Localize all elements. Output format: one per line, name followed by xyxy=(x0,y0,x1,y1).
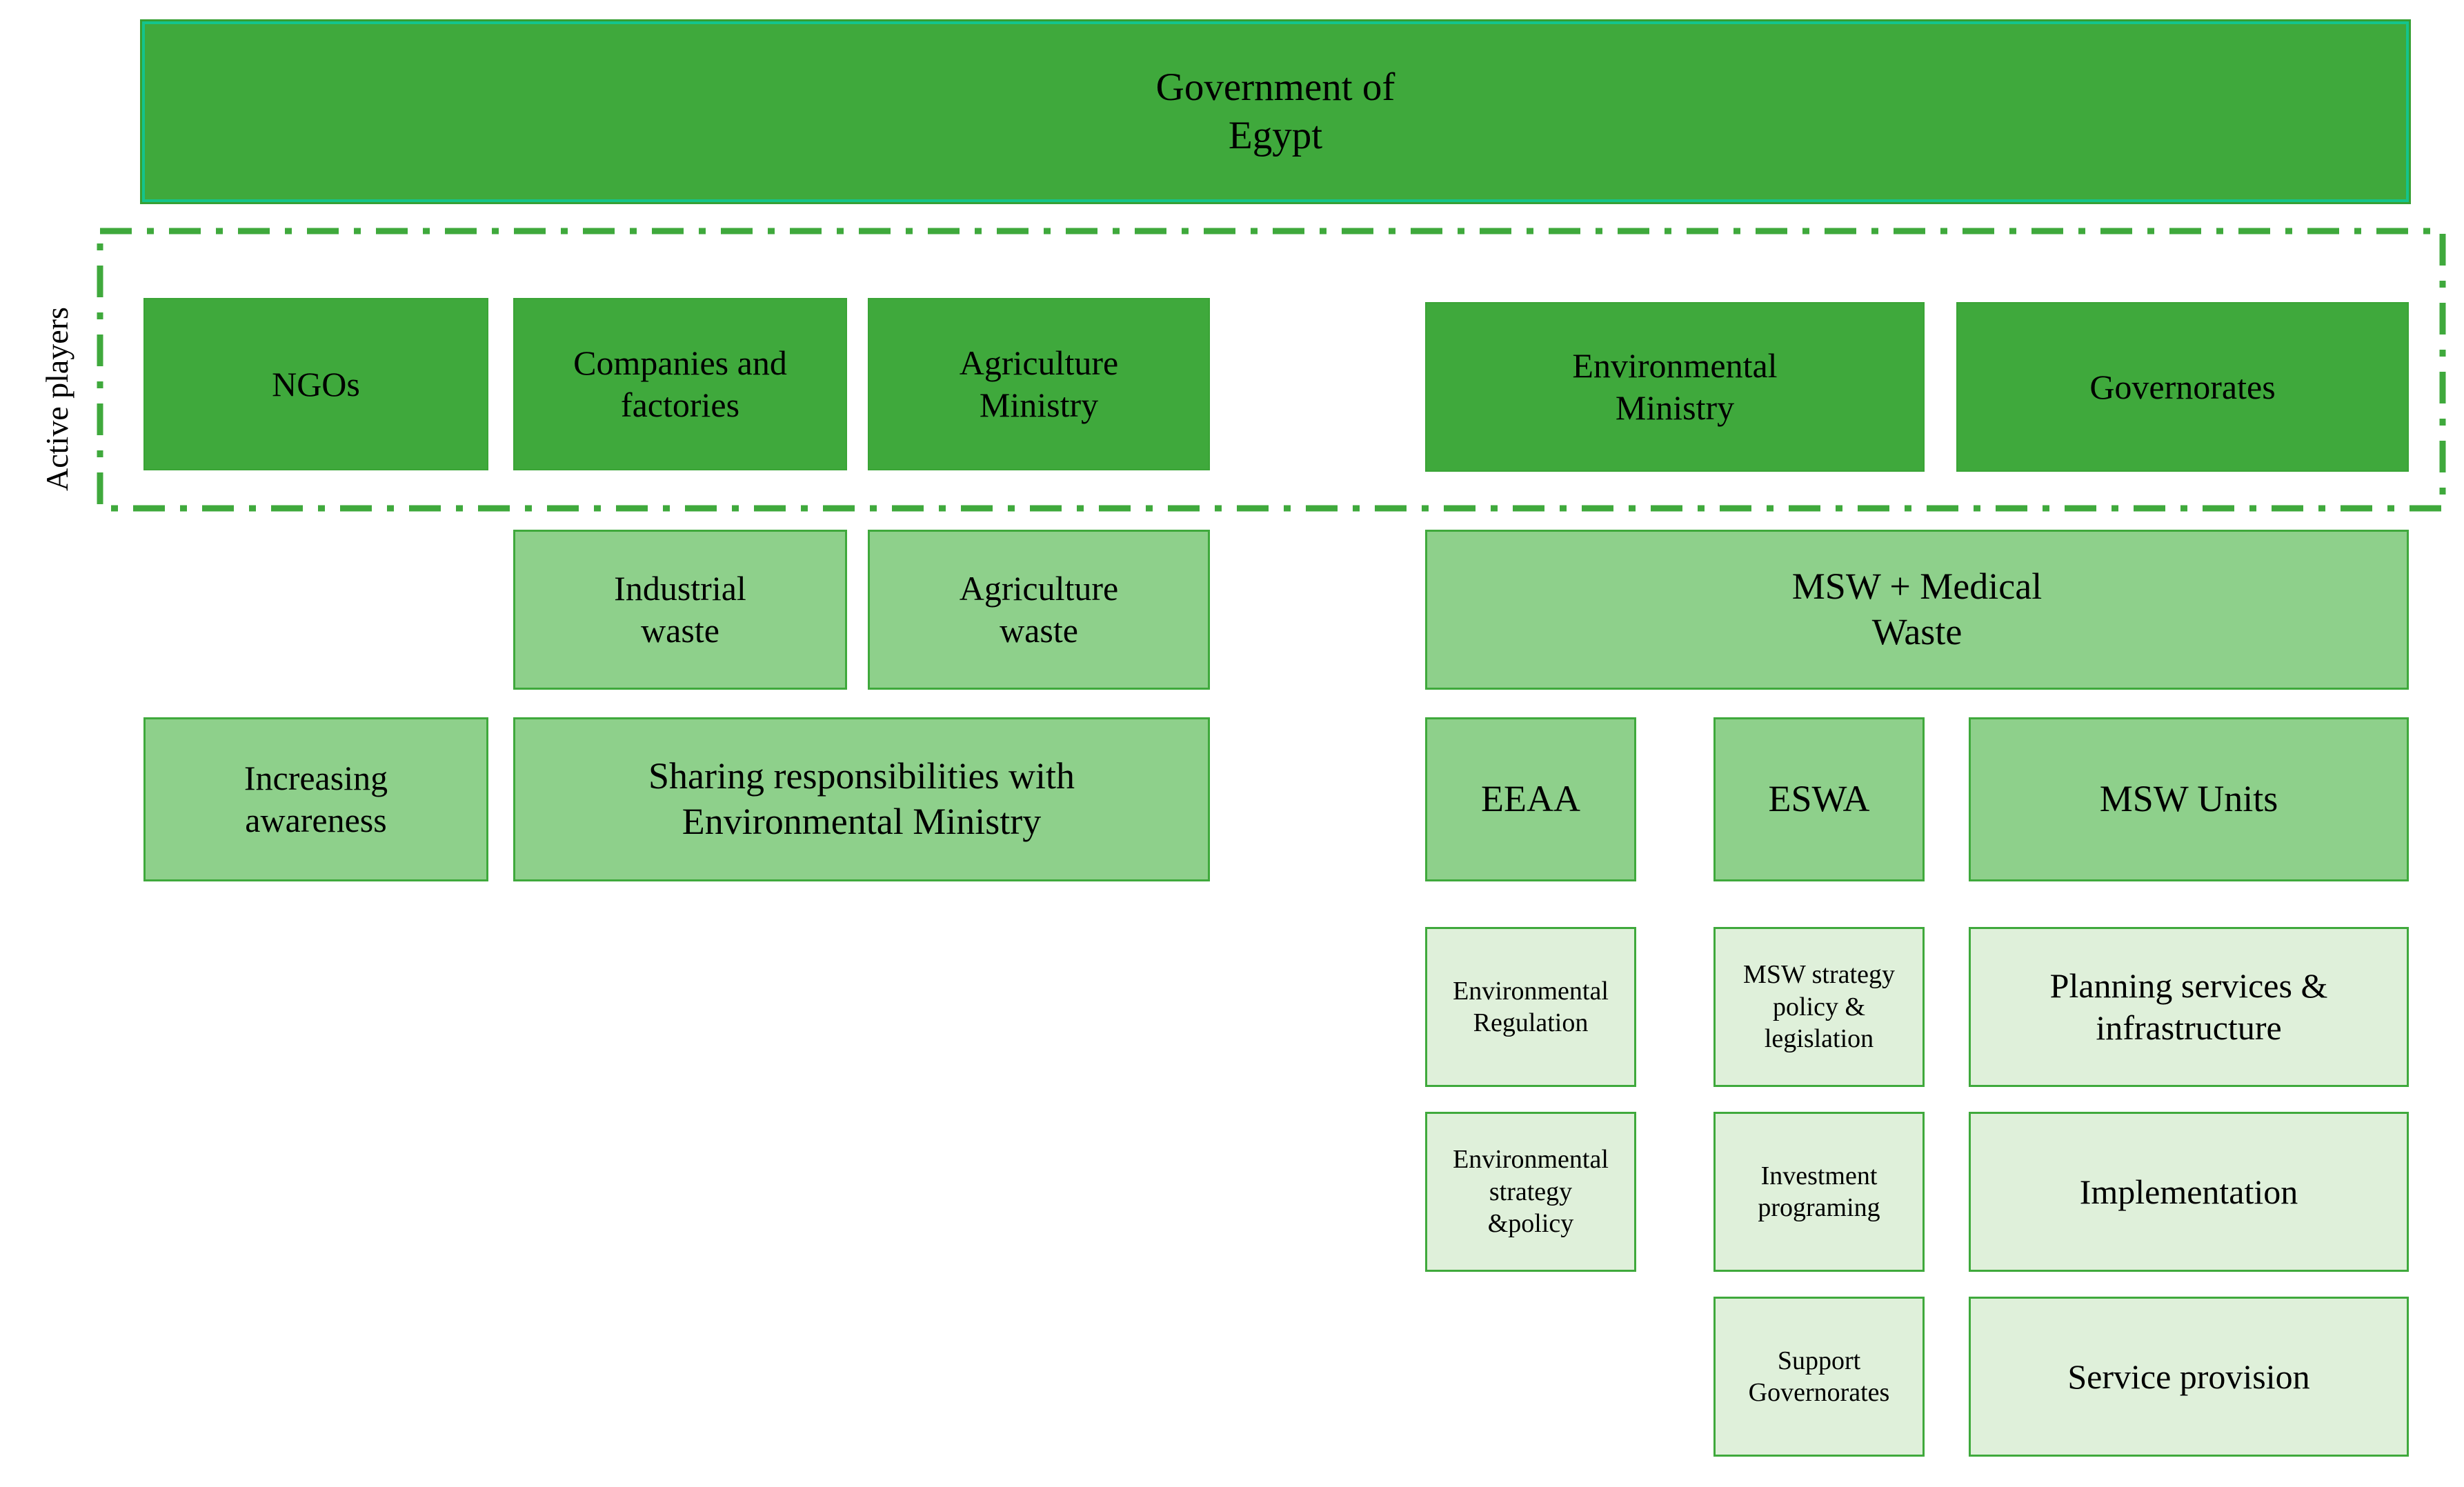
active-players-side-label-text: Active players xyxy=(39,307,74,491)
node-environmental-regulation-label: Environmental Regulation xyxy=(1453,976,1609,1037)
node-ngos[interactable]: NGOs xyxy=(143,298,488,470)
node-sharing-responsibilities[interactable]: Sharing responsibilities with Environmen… xyxy=(513,717,1210,881)
active-players-side-label: Active players xyxy=(39,307,75,491)
node-government-of-egypt[interactable]: Government of Egypt xyxy=(140,19,2411,204)
node-companies-and-factories-label: Companies and factories xyxy=(573,343,787,424)
node-agriculture-ministry-label: Agriculture Ministry xyxy=(959,343,1119,424)
node-increasing-awareness-label: Increasing awareness xyxy=(244,759,388,839)
node-governorates[interactable]: Governorates xyxy=(1956,302,2409,472)
node-msw-units[interactable]: MSW Units xyxy=(1969,717,2409,881)
node-eeaa[interactable]: EEAA xyxy=(1425,717,1636,881)
node-msw-medical-waste[interactable]: MSW + Medical Waste xyxy=(1425,530,2409,690)
node-sharing-responsibilities-label: Sharing responsibilities with Environmen… xyxy=(648,755,1075,842)
node-environmental-ministry-label: Environmental Ministry xyxy=(1572,346,1778,427)
node-eswa-label: ESWA xyxy=(1768,778,1870,820)
node-investment-programing-label: Investment programing xyxy=(1758,1161,1880,1222)
node-environmental-strategy-policy-label: Environmental strategy &policy xyxy=(1453,1145,1609,1239)
node-eswa[interactable]: ESWA xyxy=(1713,717,1925,881)
node-msw-medical-waste-label: MSW + Medical Waste xyxy=(1791,566,2043,652)
node-eeaa-label: EEAA xyxy=(1481,778,1580,820)
node-msw-units-label: MSW Units xyxy=(2099,778,2278,820)
node-planning-services-infrastructure-label: Planning services & infrastructure xyxy=(2049,966,2328,1047)
node-governorates-label: Governorates xyxy=(2089,367,2276,406)
node-environmental-regulation[interactable]: Environmental Regulation xyxy=(1425,927,1636,1087)
node-increasing-awareness[interactable]: Increasing awareness xyxy=(143,717,488,881)
node-msw-strategy-policy-legislation-label: MSW strategy policy & legislation xyxy=(1743,960,1895,1054)
node-implementation[interactable]: Implementation xyxy=(1969,1112,2409,1272)
node-companies-and-factories[interactable]: Companies and factories xyxy=(513,298,847,470)
node-investment-programing[interactable]: Investment programing xyxy=(1713,1112,1925,1272)
node-service-provision[interactable]: Service provision xyxy=(1969,1297,2409,1457)
node-industrial-waste[interactable]: Industrial waste xyxy=(513,530,847,690)
node-support-governorates[interactable]: Support Governorates xyxy=(1713,1297,1925,1457)
node-agriculture-waste[interactable]: Agriculture waste xyxy=(868,530,1210,690)
node-environmental-ministry[interactable]: Environmental Ministry xyxy=(1425,302,1925,472)
node-ngos-label: NGOs xyxy=(272,364,360,403)
node-industrial-waste-label: Industrial waste xyxy=(614,569,746,650)
node-service-provision-label: Service provision xyxy=(2067,1357,2310,1396)
node-agriculture-ministry[interactable]: Agriculture Ministry xyxy=(868,298,1210,470)
node-msw-strategy-policy-legislation[interactable]: MSW strategy policy & legislation xyxy=(1713,927,1925,1087)
node-planning-services-infrastructure[interactable]: Planning services & infrastructure xyxy=(1969,927,2409,1087)
node-agriculture-waste-label: Agriculture waste xyxy=(959,569,1119,650)
node-environmental-strategy-policy[interactable]: Environmental strategy &policy xyxy=(1425,1112,1636,1272)
node-implementation-label: Implementation xyxy=(2079,1172,2298,1211)
node-government-of-egypt-label: Government of Egypt xyxy=(1155,66,1395,157)
node-support-governorates-label: Support Governorates xyxy=(1748,1346,1890,1407)
